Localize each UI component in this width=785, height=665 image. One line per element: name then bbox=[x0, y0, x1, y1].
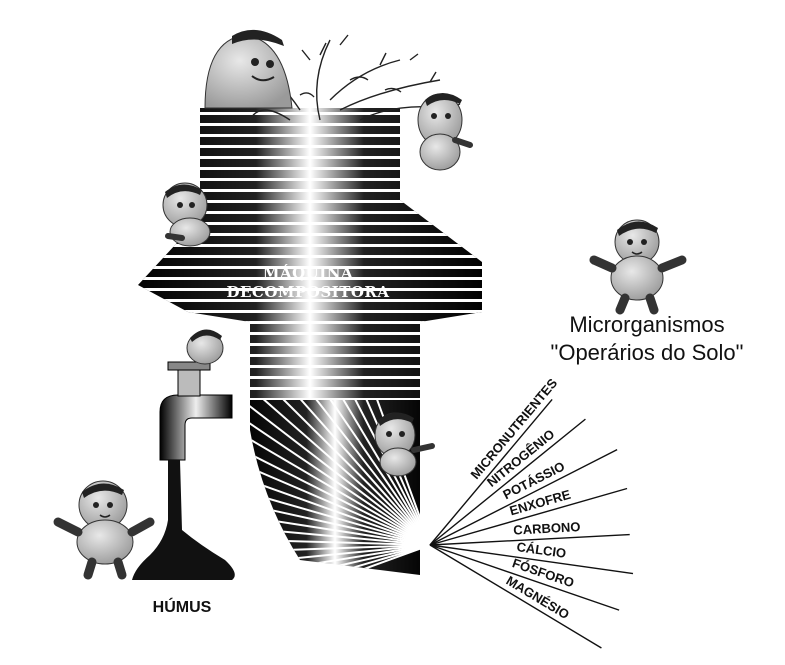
humus-label: HÚMUS bbox=[153, 597, 212, 616]
microorganism-top bbox=[205, 30, 292, 108]
nutrient-rays: MICRONUTRIENTESNITROGÊNIOPOTÁSSIOENXOFRE… bbox=[430, 375, 633, 648]
microorganism-humus bbox=[58, 481, 150, 575]
faucet bbox=[160, 362, 232, 460]
caption-line1: Microrganismos bbox=[569, 312, 724, 337]
machine-title-line1: MÁQUINA bbox=[263, 264, 353, 282]
microorganism-elbow bbox=[375, 412, 432, 476]
machine-title-line2: DECOMPOSITORA bbox=[226, 283, 389, 301]
microorganism-faucet bbox=[187, 329, 223, 364]
nutrient-label-4: CARBONO bbox=[513, 519, 581, 537]
caption-line2: "Operários do Solo" bbox=[551, 340, 744, 365]
microorganism-legend bbox=[594, 220, 682, 310]
microorganism-right-rim bbox=[418, 93, 470, 170]
microorganism-left bbox=[163, 183, 210, 246]
